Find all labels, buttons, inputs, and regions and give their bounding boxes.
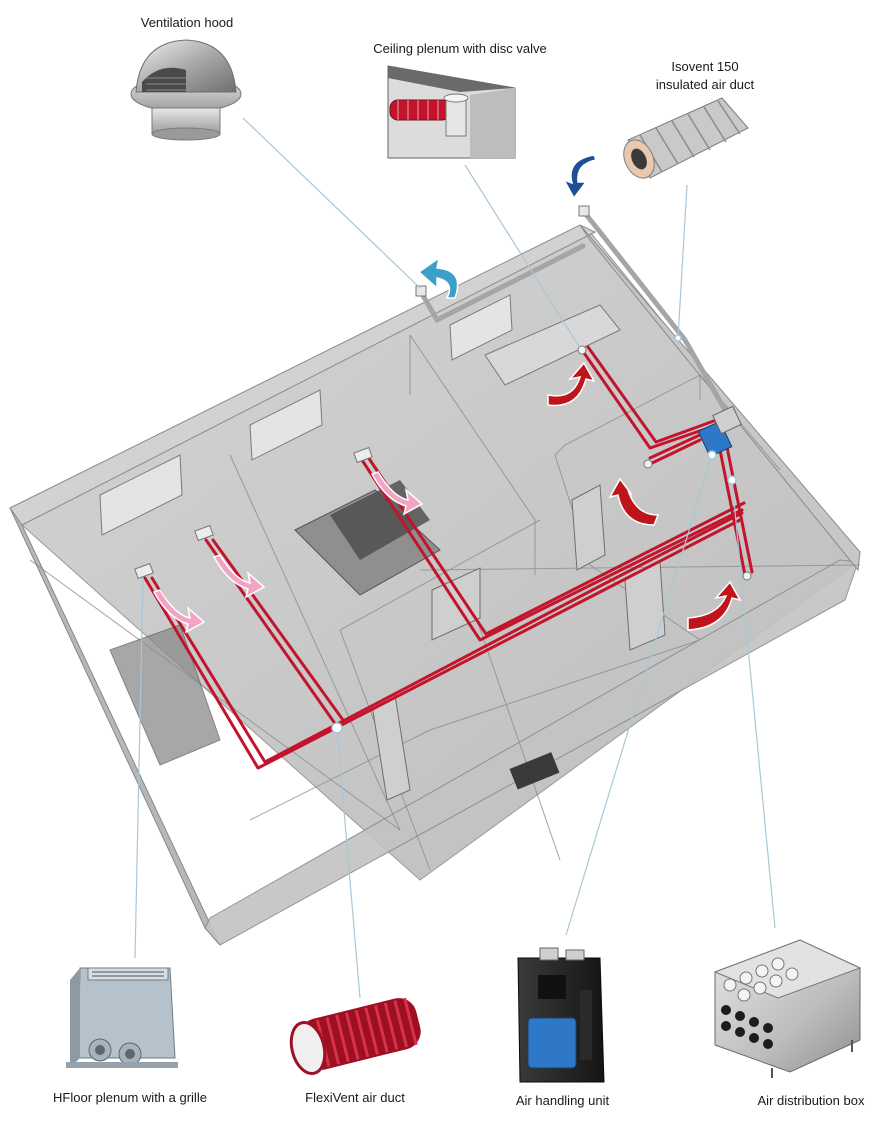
grille-left — [134, 562, 154, 580]
leader-dots — [331, 334, 737, 734]
rug — [109, 624, 221, 766]
label-air-handling-unit: Air handling unit — [515, 1093, 610, 1108]
hfloor-plenum-image — [66, 967, 178, 1068]
leader-isovent — [677, 184, 688, 339]
house-floor — [21, 231, 859, 881]
exhaust-arrow — [417, 256, 459, 299]
grille-bedroom — [353, 446, 373, 464]
extract-arrow-kitchen — [547, 361, 596, 407]
extract-arrow-bathroom — [608, 477, 660, 526]
supply-arrow-bedroom — [370, 471, 424, 516]
leader-flexivent — [336, 727, 361, 999]
front-panel — [509, 752, 560, 790]
label-ceiling-plenum: Ceiling plenum with disc valve — [373, 41, 547, 56]
wall-back — [9, 224, 597, 526]
supply-arrow-left — [152, 589, 206, 634]
ceiling-plenum-image — [387, 65, 516, 159]
valve-bathroom — [643, 459, 653, 469]
window-1 — [99, 454, 183, 536]
leader-hfloor — [134, 577, 144, 959]
grille-middle — [194, 524, 214, 542]
kitchen-counter — [484, 304, 621, 386]
supply-grilles — [134, 446, 373, 580]
air-handling-unit-image — [517, 947, 605, 1083]
label-isovent-line1: Isovent 150 — [671, 59, 739, 74]
label-hfloor-plenum: HFloor plenum with a grille — [53, 1090, 207, 1105]
isovent-duct-image — [623, 97, 749, 179]
air-distribution-box-image — [713, 939, 862, 1078]
flexivent-duct-image — [289, 997, 421, 1076]
leader-ceiling-plenum — [464, 164, 581, 349]
label-flexivent-duct: FlexiVent air duct — [305, 1090, 405, 1105]
label-air-distribution-box: Air distribution box — [757, 1093, 865, 1108]
intake-arrow — [562, 154, 598, 200]
airflow-arrows — [152, 154, 742, 634]
ventilation-hood-image — [130, 39, 242, 141]
label-isovent-line2: insulated air duct — [655, 77, 755, 92]
duct-network — [143, 345, 754, 770]
supply-arrow-middle — [212, 554, 266, 599]
house-model — [9, 224, 861, 946]
window-3 — [449, 294, 513, 361]
leader-lines — [134, 117, 776, 999]
outside-ducts — [418, 209, 728, 413]
window-2 — [249, 389, 323, 461]
leader-ahu — [565, 454, 713, 936]
label-ventilation-hood: Ventilation hood — [140, 15, 234, 30]
leader-hood — [242, 117, 421, 289]
dbox-in-house — [712, 405, 742, 435]
intake-terminal — [578, 205, 590, 217]
extract-arrow-utility — [687, 580, 742, 631]
door-bathroom — [571, 484, 606, 571]
valve-utility — [742, 571, 752, 581]
leader-dbox — [731, 479, 776, 929]
hood-terminal — [415, 285, 427, 297]
